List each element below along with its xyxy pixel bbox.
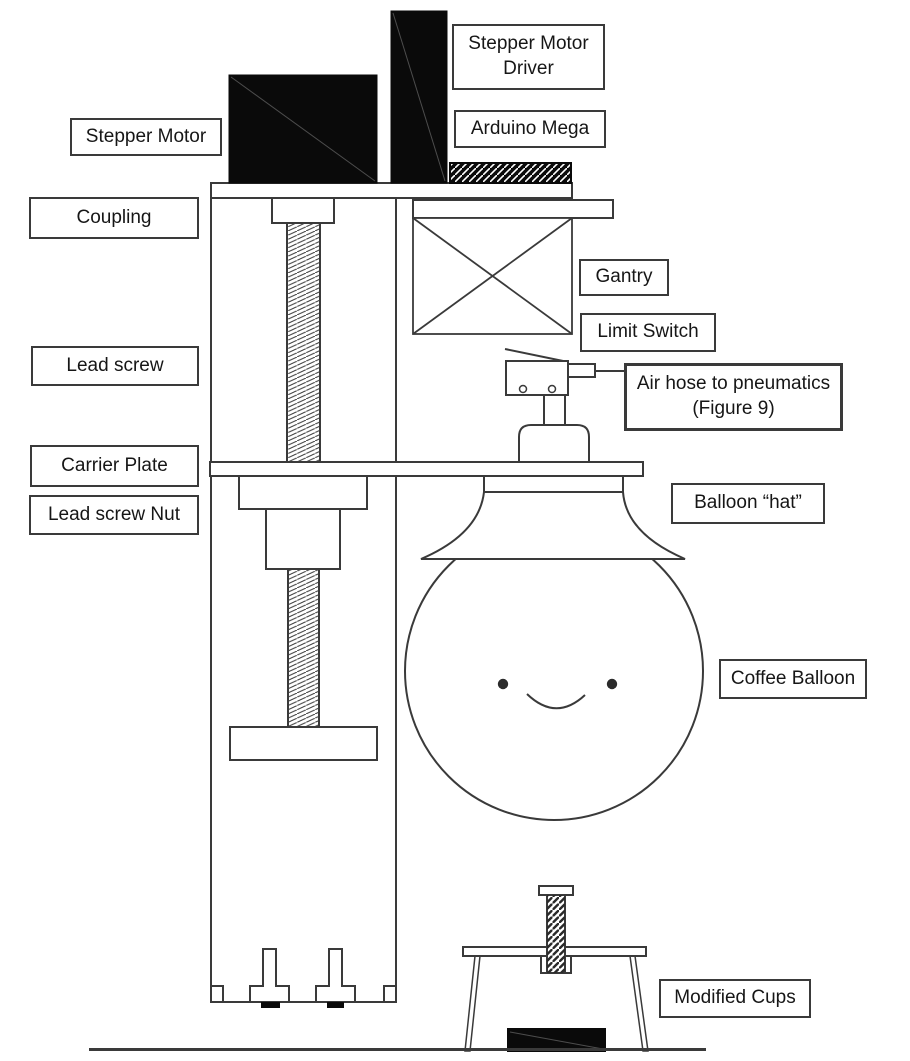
modified-cup-drawing (462, 885, 649, 1052)
coupling-block (271, 197, 335, 224)
label-coupling: Coupling (29, 197, 199, 239)
lead-screw-upper (286, 222, 321, 463)
cup-left-leg (464, 955, 481, 1052)
balloon-hat-drawing (420, 475, 686, 560)
arduino-mega-block (449, 162, 572, 184)
label-air-hose-line1: Air hose to pneumatics (636, 373, 831, 395)
foot-pads (261, 1002, 344, 1008)
label-lead-screw-nut: Lead screw Nut (29, 495, 199, 535)
label-coffee-balloon: Coffee Balloon (719, 659, 867, 699)
coffee-balloon-drawing (404, 521, 704, 821)
gantry-bracket (412, 199, 614, 219)
hat-cap (518, 424, 590, 463)
label-modified-cups: Modified Cups (659, 979, 811, 1018)
label-arduino-mega: Arduino Mega (454, 110, 606, 148)
hat-bell (420, 491, 686, 560)
balloon-right-eye (606, 678, 618, 690)
label-stepper-motor: Stepper Motor (70, 118, 222, 156)
lead-screw-nut-block (238, 475, 368, 570)
balloon-smile (526, 693, 586, 710)
hat-flange (483, 475, 624, 493)
stepper-motor-driver-block (390, 10, 448, 184)
limit-switch-lever (504, 348, 569, 363)
lead-screw-lower (287, 568, 320, 728)
hat-stem (543, 394, 566, 426)
limit-switch-body (505, 360, 569, 396)
cup-bolt-shaft (546, 894, 566, 974)
balloon-left-eye (497, 678, 509, 690)
label-air-hose-line2: (Figure 9) (692, 398, 775, 419)
label-carrier-plate: Carrier Plate (30, 445, 199, 487)
balloon-hat-mount (518, 394, 590, 463)
limit-switch-connector (567, 363, 596, 378)
label-air-hose: Air hose to pneumatics (Figure 9) (624, 363, 843, 431)
limit-switch-drawing (504, 348, 624, 396)
cup-silhouette (507, 1028, 606, 1052)
label-lead-screw: Lead screw (31, 346, 199, 386)
foot-right (315, 948, 356, 1003)
stepper-motor-block (228, 74, 378, 184)
cup-right-leg (629, 955, 649, 1052)
carrier-plate-bar (209, 461, 644, 477)
bottom-plate (229, 726, 378, 761)
label-balloon-hat: Balloon “hat” (671, 483, 825, 524)
cup-bolt-head (538, 885, 574, 896)
top-plate (210, 182, 573, 199)
label-stepper-motor-driver: Stepper Motor Driver (452, 24, 605, 90)
foot-left (249, 948, 290, 1003)
label-limit-switch: Limit Switch (580, 313, 716, 352)
gantry-box (412, 217, 573, 335)
label-gantry: Gantry (579, 259, 669, 296)
